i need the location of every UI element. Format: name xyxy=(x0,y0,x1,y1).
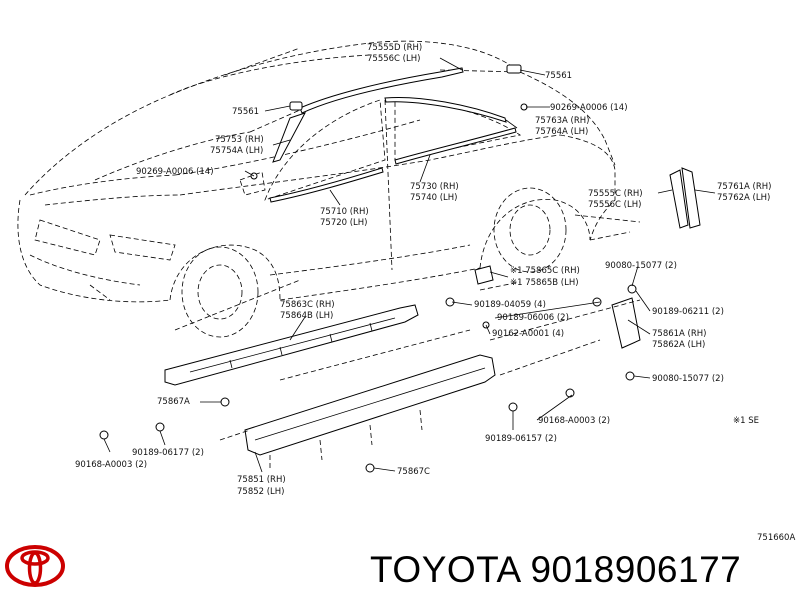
car-outline xyxy=(17,40,641,338)
label-75851: 75851 (RH) xyxy=(237,475,286,485)
label-90080-15077-top: 90080-15077 (2) xyxy=(605,261,677,271)
label-75867c: 75867C xyxy=(397,467,430,477)
label-75561-left: 75561 xyxy=(232,107,259,117)
part-labels: 75555D (RH) 75556C (LH) 75561 75561 9026… xyxy=(75,43,795,543)
label-75740: 75740 (LH) xyxy=(410,193,458,203)
label-90269-a0006-right: 90269-A0006 (14) xyxy=(550,103,628,113)
label-75710: 75710 (RH) xyxy=(320,207,369,217)
label-75555c: 75555C (RH) xyxy=(588,189,643,199)
label-75867a: 75867A xyxy=(157,397,190,407)
label-90162-a0001: 90162-A0001 (4) xyxy=(492,329,564,339)
diagram-code: 751660A xyxy=(757,533,795,543)
label-90189-06157: 90189-06157 (2) xyxy=(485,434,557,444)
label-75754a: 75754A (LH) xyxy=(210,146,263,156)
label-75763a: 75763A (RH) xyxy=(535,116,590,126)
label-75865b: ※1 75865B (LH) xyxy=(510,278,579,288)
label-75753: 75753 (RH) xyxy=(215,135,264,145)
exploded-parts-diagram: 75555D (RH) 75556C (LH) 75561 75561 9026… xyxy=(17,40,795,543)
label-75556c-b: 75556C (LH) xyxy=(588,200,641,210)
rocker-moulding-assembly xyxy=(99,265,641,473)
label-75761a: 75761A (RH) xyxy=(717,182,772,192)
label-90189-06177: 90189-06177 (2) xyxy=(132,448,204,458)
label-90168-a0003-left: 90168-A0003 (2) xyxy=(75,460,147,470)
label-75556c: 75556C (LH) xyxy=(367,54,420,64)
label-75861a: 75861A (RH) xyxy=(652,329,707,339)
leader-lines xyxy=(103,57,716,473)
label-75865c: ※1 75865C (RH) xyxy=(510,266,580,276)
label-90189-04059: 90189-04059 (4) xyxy=(474,300,546,310)
label-75561-top: 75561 xyxy=(545,71,572,81)
label-75764a: 75764A (LH) xyxy=(535,127,588,137)
label-90269-a0006-left: 90269-A0006 (14) xyxy=(136,167,214,177)
label-75730: 75730 (RH) xyxy=(410,182,459,192)
label-75555d: 75555D (RH) xyxy=(367,43,422,53)
toyota-logo-icon xyxy=(5,545,65,587)
mouldings xyxy=(250,64,701,229)
label-75852: 75852 (LH) xyxy=(237,487,285,497)
label-75862a: 75862A (LH) xyxy=(652,340,705,350)
label-90168-a0003-right: 90168-A0003 (2) xyxy=(538,416,610,426)
label-75720: 75720 (LH) xyxy=(320,218,368,228)
brand-part-number: TOYOTA 9018906177 xyxy=(370,549,742,590)
label-90189-06211: 90189-06211 (2) xyxy=(652,307,724,317)
label-90080-15077-bottom: 90080-15077 (2) xyxy=(652,374,724,384)
label-75863c: 75863C (RH) xyxy=(280,300,335,310)
label-75762a: 75762A (LH) xyxy=(717,193,770,203)
label-90189-06006: 90189-06006 (2) xyxy=(497,313,569,323)
label-note-se: ※1 SE xyxy=(733,416,759,426)
label-75864b: 75864B (LH) xyxy=(280,311,333,321)
